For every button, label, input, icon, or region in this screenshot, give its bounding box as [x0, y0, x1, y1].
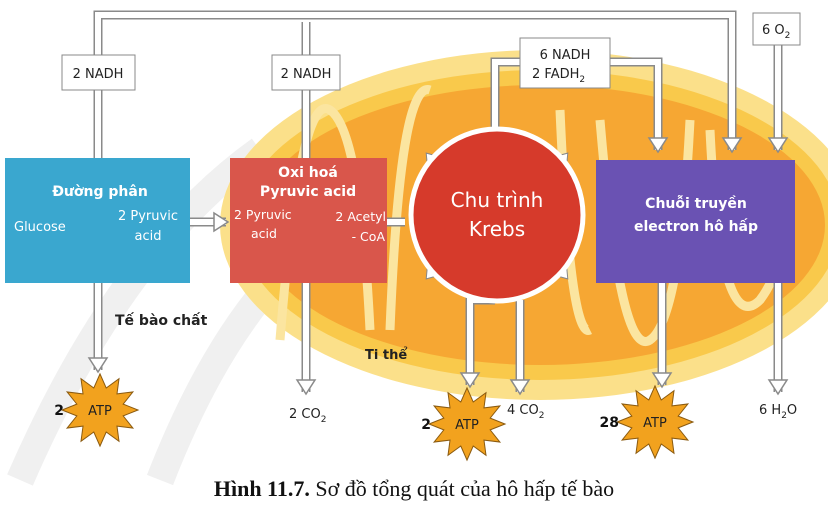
- krebs-cycle: Chu trình Krebs: [408, 126, 586, 304]
- hollow-arrow: [295, 283, 317, 396]
- glycolysis-box: Đường phân Glucose 2 Pyruvic acid: [5, 158, 190, 283]
- hollow-arrow: [190, 211, 230, 233]
- etc-title-1: Chuỗi truyền: [645, 195, 747, 212]
- o2-label: 6 O2: [752, 12, 801, 46]
- cytoplasm-label: Tế bào chất: [115, 312, 208, 329]
- glycolysis-input: Glucose: [14, 220, 66, 235]
- pyruvate-output-2: - CoA: [352, 229, 386, 244]
- h2o-pre: 6 H: [759, 403, 781, 418]
- star-icon: [427, 386, 507, 462]
- co2-2-sub: 2: [539, 411, 545, 421]
- glycolysis-title: Đường phân: [52, 184, 148, 200]
- atp-label: ATP: [455, 418, 479, 433]
- krebs-fadh-text: 2 FADH2: [532, 67, 585, 85]
- fadh-sub: 2: [579, 75, 585, 85]
- krebs-nadh-text: 6 NADH: [540, 48, 591, 63]
- hollow-arrow: [87, 283, 109, 374]
- co2-2: 4 CO: [507, 403, 539, 418]
- h2o-post: O: [787, 403, 797, 418]
- o2-text: 6 O2: [762, 23, 790, 41]
- h2o-label: 6 H2O: [759, 403, 797, 421]
- krebs-products-label: 6 NADH 2 FADH2: [519, 37, 611, 89]
- atp-count: 28: [600, 415, 619, 431]
- atp-star: ATP 28: [600, 384, 695, 460]
- atp-count: 2: [54, 403, 64, 419]
- hollow-arrow: [490, 57, 520, 128]
- pyruvate-input-2: acid: [251, 226, 277, 241]
- pyruvate-title-2: Pyruvic acid: [260, 184, 356, 200]
- atp-star: ATP 2: [54, 372, 140, 448]
- o2-sub: 2: [785, 31, 791, 41]
- krebs-title-2: Krebs: [469, 217, 525, 241]
- hollow-arrow: [610, 57, 669, 154]
- hollow-arrow: [767, 45, 789, 154]
- o2-main: 6 O: [762, 23, 785, 38]
- fadh-text: 2 FADH: [532, 67, 579, 82]
- hollow-arrow: [651, 283, 673, 389]
- atp-count: 2: [421, 417, 431, 433]
- atp-label: ATP: [88, 404, 112, 419]
- co2-1: 2 CO: [289, 407, 321, 422]
- electron-transport-chain-box: Chuỗi truyền electron hô hấp: [596, 160, 795, 283]
- co2-2-label: 4 CO2: [507, 403, 544, 421]
- hollow-arrow: [509, 300, 531, 396]
- glycolysis-output-2: acid: [135, 229, 162, 244]
- star-icon: [60, 372, 140, 448]
- pyruvate-title-1: Oxi hoá: [278, 165, 338, 181]
- nadh-label-1: 2 NADH: [61, 54, 136, 91]
- krebs-title-1: Chu trình: [451, 188, 544, 212]
- co2-1-sub: 2: [321, 415, 327, 425]
- nadh-2-text: 2 NADH: [281, 67, 332, 82]
- hollow-arrow: [767, 283, 789, 396]
- mitochondrion-label: Ti thể: [365, 347, 407, 363]
- pyruvate-input-1: 2 Pyruvic: [234, 207, 292, 222]
- pyruvate-output-1: 2 Acetyl: [335, 209, 386, 224]
- atp-label: ATP: [643, 416, 667, 431]
- caption-text: Sơ đồ tổng quát của hô hấp tế bào: [309, 476, 615, 501]
- star-icon: [615, 384, 695, 460]
- nadh-label-2: 2 NADH: [271, 54, 341, 91]
- h2o-sub: 2: [781, 411, 787, 421]
- pyruvate-oxidation-box: Oxi hoá Pyruvic acid 2 Pyruvic acid 2 Ac…: [230, 158, 387, 283]
- caption-number: Hình 11.7.: [213, 476, 310, 501]
- etc-title-2: electron hô hấp: [634, 218, 758, 235]
- glycolysis-output: 2 Pyruvic: [118, 209, 178, 224]
- nadh-1-text: 2 NADH: [73, 67, 124, 82]
- co2-1-label: 2 CO2: [289, 407, 326, 425]
- figure-caption: Hình 11.7. Sơ đồ tổng quát của hô hấp tế…: [0, 476, 828, 502]
- atp-star: ATP 2: [421, 386, 507, 462]
